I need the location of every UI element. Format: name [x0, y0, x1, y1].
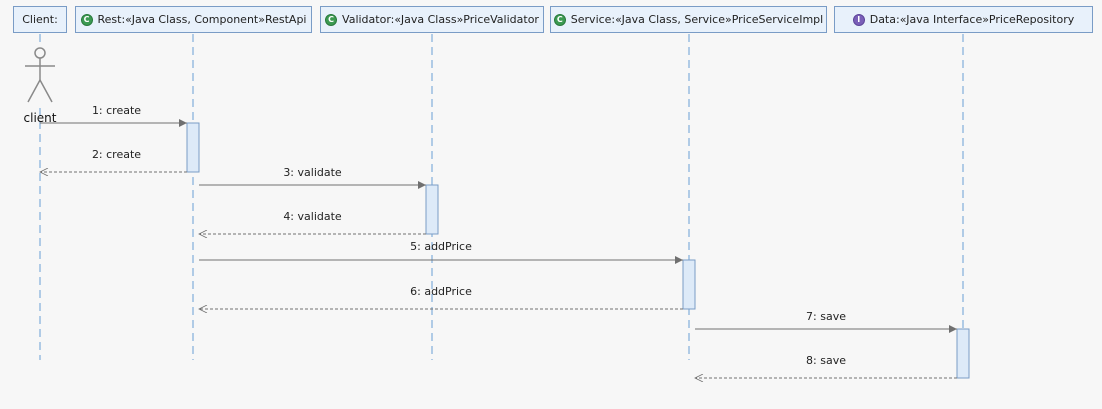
class-icon: C [80, 13, 93, 26]
message-label-8: 8: save [806, 354, 846, 367]
actor-stick-figure-icon [25, 47, 55, 103]
message-label-3: 3: validate [283, 166, 342, 179]
lifeline-header-label: Rest:«Java Class, Component»RestApi [97, 13, 307, 26]
lifeline-header-client[interactable]: Client: [13, 6, 67, 33]
message-label-1: 1: create [91, 104, 142, 117]
message-label-7: 7: save [806, 310, 846, 323]
activation-bar-3 [682, 259, 696, 310]
lifeline-header-label: Service:«Java Class, Service»PriceServic… [570, 13, 824, 26]
lifeline-header-price-validator[interactable]: C Validator:«Java Class»PriceValidator [320, 6, 544, 33]
activation-bar-2 [425, 184, 439, 235]
lifeline-header-price-service-impl[interactable]: C Service:«Java Class, Service»PriceServ… [550, 6, 827, 33]
lifeline-header-rest-api[interactable]: C Rest:«Java Class, Component»RestApi [75, 6, 312, 33]
message-label-5: 5: addPrice [410, 240, 472, 253]
lifeline-header-label: Data:«Java Interface»PriceRepository [869, 13, 1075, 26]
message-label-6: 6: addPrice [410, 285, 472, 298]
lifeline-header-price-repository[interactable]: I Data:«Java Interface»PriceRepository [834, 6, 1093, 33]
activation-bar-4 [956, 328, 970, 379]
activation-bar-1 [186, 122, 200, 173]
lifeline-header-label: Validator:«Java Class»PriceValidator [342, 13, 539, 26]
message-label-4: 4: validate [283, 210, 342, 223]
class-icon: C [553, 13, 566, 26]
lifeline-header-label: Client: [22, 13, 58, 26]
actor-label: client [23, 111, 57, 125]
interface-icon: I [852, 13, 865, 26]
message-label-2: 2: create [91, 148, 142, 161]
class-icon: C [325, 13, 338, 26]
